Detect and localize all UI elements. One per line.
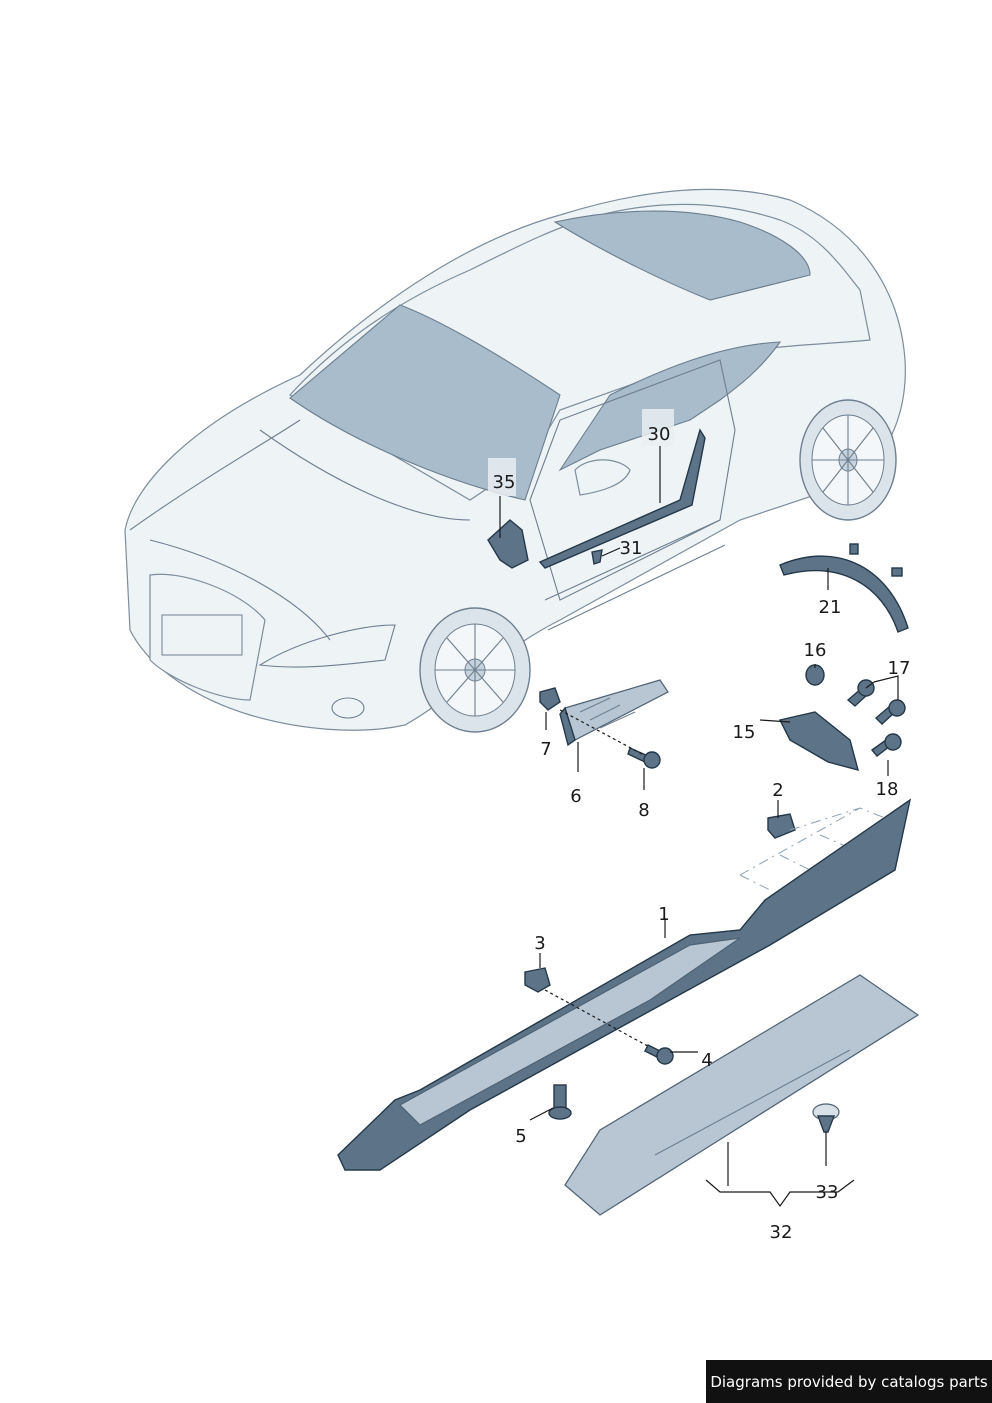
callout-labels: 35 30 31 21 16 17 15 18 7 6 8 2 1 3 4 5 … <box>488 409 910 1243</box>
part-6-sill-bracket[interactable] <box>559 679 669 747</box>
leader-lines <box>499 446 899 1208</box>
rear-window <box>553 210 811 301</box>
part-21-arch-trim[interactable] <box>779 555 909 633</box>
rear-wheel <box>799 399 897 521</box>
callout-21[interactable]: 21 <box>819 597 842 618</box>
part-15-jack-bracket[interactable] <box>778 711 859 771</box>
part-33-clip[interactable] <box>812 1103 840 1133</box>
callout-3[interactable]: 3 <box>534 933 545 954</box>
part-32-entry-trim[interactable] <box>564 974 920 1216</box>
part-17-screws[interactable] <box>846 679 906 725</box>
callout-7[interactable]: 7 <box>540 739 551 760</box>
attribution-text: Diagrams provided by catalogs parts <box>710 1372 988 1391</box>
part-30-seal-strip[interactable] <box>538 428 706 569</box>
callout-33[interactable]: 33 <box>816 1182 839 1203</box>
callout-32[interactable]: 32 <box>770 1222 793 1243</box>
callout-30-bg <box>642 409 674 446</box>
part-3-clip[interactable] <box>524 967 551 993</box>
callout-16[interactable]: 16 <box>804 640 827 661</box>
callout-1[interactable]: 1 <box>658 904 669 925</box>
callout-6[interactable]: 6 <box>570 786 581 807</box>
callout-35[interactable]: 35 <box>493 472 516 493</box>
part-35-bracket[interactable] <box>487 519 529 569</box>
callout-5[interactable]: 5 <box>515 1126 526 1147</box>
callout-8[interactable]: 8 <box>638 800 649 821</box>
front-grille <box>149 573 266 701</box>
windshield <box>289 304 561 501</box>
guide-lines <box>739 807 886 891</box>
part-31-clip[interactable] <box>591 549 603 565</box>
part-5-plug[interactable] <box>548 1084 572 1120</box>
callout-35-bg <box>488 458 516 496</box>
attribution-banner: Diagrams provided by catalogs parts <box>706 1360 992 1403</box>
callout-17[interactable]: 17 <box>888 658 911 679</box>
part-4-screw[interactable] <box>644 1044 674 1065</box>
side-window <box>558 341 782 472</box>
front-wheel <box>419 607 531 733</box>
part-2-clip[interactable] <box>767 813 796 839</box>
callout-4[interactable]: 4 <box>701 1050 712 1071</box>
callout-30[interactable]: 30 <box>648 424 671 445</box>
callout-31[interactable]: 31 <box>620 538 643 559</box>
part-18-screw[interactable] <box>870 733 902 757</box>
callout-15[interactable]: 15 <box>733 722 756 743</box>
callout-18[interactable]: 18 <box>876 779 899 800</box>
part-7-clip[interactable] <box>539 687 561 711</box>
part-8-screw[interactable] <box>627 747 661 769</box>
callout-2[interactable]: 2 <box>772 780 783 801</box>
